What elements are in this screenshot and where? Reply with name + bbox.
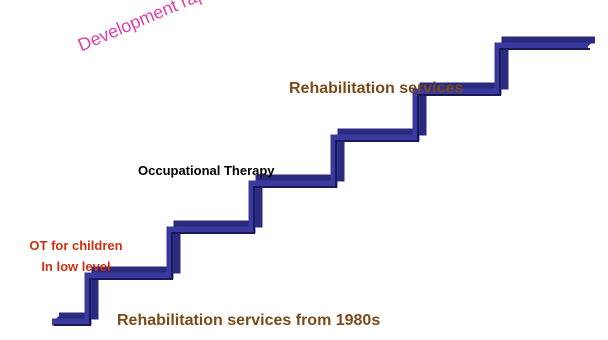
ot-for-children-line-1: OT for children xyxy=(29,238,123,253)
rehabilitation-services-1980s-label: Rehabilitation services from 1980s xyxy=(117,312,381,329)
occupational-therapy-label: Occupational Therapy xyxy=(138,163,275,178)
staircase-edge xyxy=(54,48,590,326)
staircase-front xyxy=(52,42,588,326)
ot-for-children-label: OT for children In low level xyxy=(8,235,144,277)
ot-for-children-line-2: In low level xyxy=(41,259,111,274)
rehabilitation-services-label: Rehabilitation services xyxy=(289,80,464,97)
